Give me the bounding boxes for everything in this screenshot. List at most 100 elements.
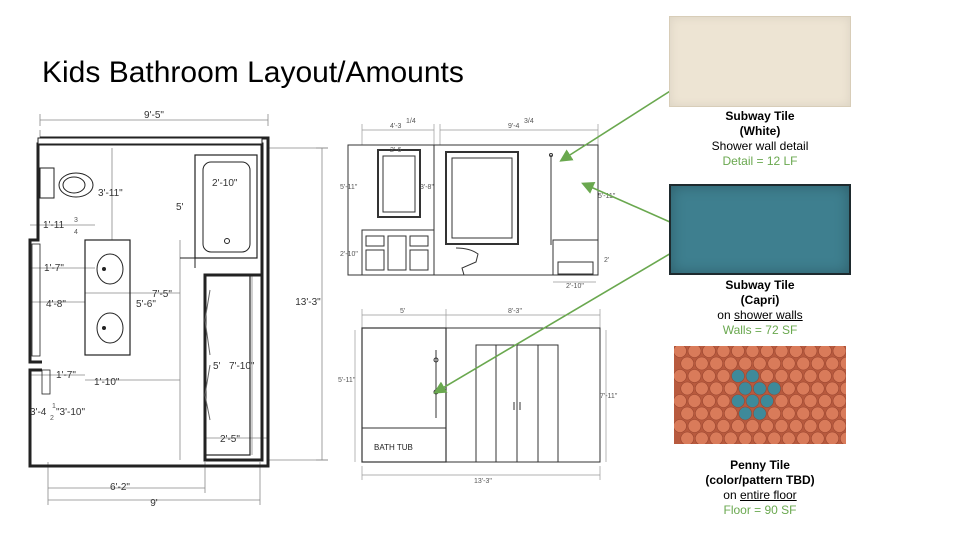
penny-tile — [723, 431, 738, 444]
material-white-name: Subway Tile — [725, 109, 795, 123]
penny-tile — [781, 406, 796, 421]
penny-tile — [832, 394, 846, 408]
penny-tile — [839, 381, 846, 396]
material-penny-usage: on entire floor — [650, 488, 870, 503]
material-penny-color: (color/pattern TBD) — [705, 473, 815, 487]
penny-tile — [825, 431, 840, 444]
penny-tile — [839, 356, 846, 371]
penny-tile — [803, 419, 818, 433]
penny-tile — [803, 394, 818, 408]
penny-tile-swatch — [674, 346, 846, 444]
elevation-bottom — [354, 309, 607, 480]
penny-tile — [687, 419, 702, 433]
penny-tile — [825, 381, 840, 396]
material-penny-usage-link: entire floor — [739, 488, 797, 502]
penny-tile — [731, 394, 745, 408]
penny-tile — [674, 346, 687, 358]
dim-left-lower: 1'-7" — [56, 370, 76, 381]
penny-tile — [694, 356, 709, 371]
penny-tile — [745, 419, 760, 433]
dim-left-lower2: 1'-10" — [94, 377, 120, 388]
penny-tile — [752, 381, 767, 396]
elev-top-shower-height: 5'-11" — [598, 193, 616, 200]
penny-tile — [687, 369, 702, 383]
dim-left-bottom-a: 3'-4 — [30, 407, 47, 418]
material-capri: Subway Tile (Capri) on shower walls Wall… — [650, 278, 870, 338]
penny-tile — [731, 419, 745, 433]
penny-tile — [752, 431, 767, 444]
penny-tile — [680, 406, 695, 421]
penny-tile — [818, 419, 832, 433]
penny-tile — [674, 419, 687, 433]
penny-tile — [723, 406, 738, 421]
penny-tile — [680, 381, 695, 396]
material-capri-usage-link: shower walls — [733, 308, 803, 322]
penny-tile — [781, 356, 796, 371]
penny-tile — [818, 369, 832, 383]
dim-vanity-length: 4'-8" — [46, 299, 66, 310]
page-title: Kids Bathroom Layout/Amounts — [42, 56, 464, 89]
penny-tile — [825, 406, 840, 421]
dim-closet-width: 2'-5" — [220, 434, 240, 445]
penny-tile — [702, 369, 716, 383]
elev-bottom-overall: 13'-3" — [474, 478, 492, 485]
penny-tile — [716, 419, 731, 433]
penny-tile — [832, 419, 846, 433]
penny-tile — [839, 406, 846, 421]
penny-tile — [803, 346, 818, 358]
dim-overall-height: 13'-3" — [295, 297, 321, 308]
elev-top-mirror-height-right: 3'-8" — [420, 184, 434, 191]
penny-tile — [680, 431, 695, 444]
elevation-top — [347, 124, 599, 283]
floor-plan — [28, 114, 328, 505]
elev-top-vanity-height: 2'-10" — [340, 251, 358, 258]
penny-tile — [760, 394, 774, 408]
elev-top-left-width: 4'-3 — [390, 123, 402, 130]
dim-corridor: 7'-5" — [152, 289, 172, 300]
capri-subway-tile-swatch — [669, 184, 851, 275]
penny-tile — [738, 406, 753, 421]
elev-top-right-width-frac: 3/4 — [524, 118, 534, 125]
penny-tile — [694, 381, 709, 396]
penny-tile — [723, 356, 738, 371]
penny-tile — [767, 356, 782, 371]
penny-tile — [702, 394, 716, 408]
penny-tile — [738, 431, 753, 444]
penny-tile-pattern — [674, 346, 846, 444]
dim-toilet-depth: 3'-11" — [98, 188, 123, 199]
penny-tile — [745, 369, 760, 383]
penny-tile — [738, 381, 753, 396]
dim-tub-width: 2'-10" — [212, 178, 238, 189]
material-penny: Penny Tile (color/pattern TBD) on entire… — [650, 458, 870, 518]
penny-tile — [709, 381, 724, 396]
penny-tile — [738, 356, 753, 371]
material-capri-name: Subway Tile — [725, 278, 795, 292]
elev-bottom-left-width: 5' — [400, 308, 405, 315]
elev-top-tub-width: 2'-10" — [566, 283, 584, 290]
material-white-usage: Shower wall detail — [711, 139, 809, 153]
penny-tile — [796, 431, 811, 444]
penny-tile — [803, 369, 818, 383]
white-subway-tile-swatch — [669, 16, 851, 107]
elev-bottom-right-width: 8'-3" — [508, 308, 522, 315]
elev-bottom-right-height: 7'-11" — [600, 393, 618, 400]
material-capri-color: (Capri) — [740, 293, 780, 307]
dim-vanity-run: 5'-6" — [136, 299, 156, 310]
penny-tile — [716, 394, 731, 408]
penny-tile — [760, 369, 774, 383]
penny-tile — [709, 356, 724, 371]
dim-vanity-offset-frac-num: 3 — [74, 217, 78, 224]
penny-tile — [723, 381, 738, 396]
penny-tile — [810, 356, 825, 371]
penny-tile — [774, 346, 789, 358]
penny-tile — [825, 356, 840, 371]
penny-tile — [674, 369, 687, 383]
penny-tile — [760, 419, 774, 433]
elev-top-tub-height: 2' — [604, 257, 609, 264]
material-capri-amount: Walls = 72 SF — [722, 323, 798, 337]
penny-tile — [702, 419, 716, 433]
elev-top-mirror-width: 2'-6 — [390, 147, 402, 154]
penny-tile — [702, 346, 716, 358]
penny-tile — [774, 369, 789, 383]
penny-tile — [796, 381, 811, 396]
